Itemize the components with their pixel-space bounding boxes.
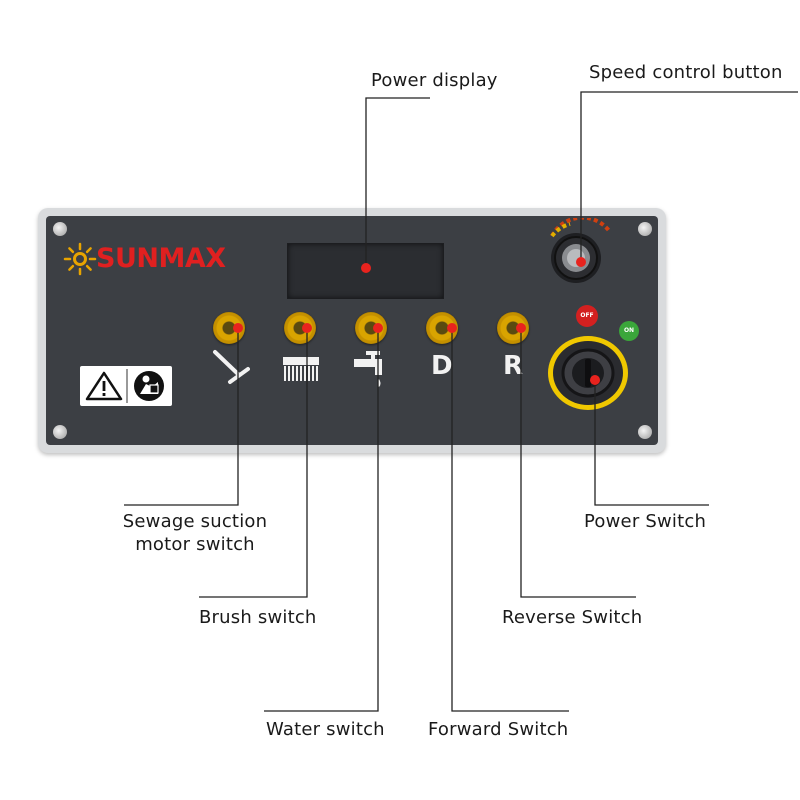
screw-icon bbox=[53, 222, 67, 236]
on-indicator: ON bbox=[619, 321, 639, 341]
callout-sewage-line1: Sewage suction bbox=[122, 511, 268, 532]
leader-line bbox=[594, 380, 709, 506]
callout-power-display: Power display bbox=[371, 70, 498, 91]
brush-icon bbox=[283, 357, 319, 381]
screw-icon bbox=[638, 425, 652, 439]
sun-logo-icon bbox=[63, 242, 97, 276]
callout-sewage: Sewage suction motor switch bbox=[120, 511, 270, 555]
callout-dot bbox=[576, 257, 586, 267]
reverse-symbol: R bbox=[503, 351, 524, 381]
callout-dot bbox=[590, 375, 600, 385]
callout-reverse: Reverse Switch bbox=[502, 607, 643, 628]
leader-line bbox=[365, 97, 430, 268]
screw-icon bbox=[638, 222, 652, 236]
off-indicator: OFF bbox=[576, 305, 598, 327]
warning-label bbox=[80, 366, 172, 406]
key-switch-icon[interactable] bbox=[545, 333, 631, 413]
screw-icon bbox=[53, 425, 67, 439]
callout-sewage-line2: motor switch bbox=[135, 534, 255, 555]
callout-dot bbox=[373, 323, 383, 333]
leader-line bbox=[520, 328, 636, 598]
warning-triangle-icon bbox=[85, 371, 123, 401]
callout-water: Water switch bbox=[266, 719, 385, 740]
callout-dot bbox=[233, 323, 243, 333]
callout-power-switch: Power Switch bbox=[584, 511, 707, 532]
leader-line bbox=[124, 328, 239, 506]
callout-forward: Forward Switch bbox=[428, 719, 569, 740]
callout-dot bbox=[447, 323, 457, 333]
read-manual-icon bbox=[134, 371, 164, 401]
leader-line bbox=[451, 328, 569, 712]
callout-dot bbox=[516, 323, 526, 333]
callout-brush: Brush switch bbox=[199, 607, 317, 628]
callout-dot bbox=[361, 263, 371, 273]
leader-line bbox=[264, 328, 379, 712]
brand-logo: SUNMAX bbox=[96, 243, 226, 274]
leader-line bbox=[199, 328, 308, 598]
leader-line bbox=[580, 91, 798, 262]
forward-symbol: D bbox=[431, 351, 453, 381]
squeegee-icon bbox=[213, 350, 250, 384]
callout-speed-control: Speed control button bbox=[589, 62, 783, 83]
callout-dot bbox=[302, 323, 312, 333]
